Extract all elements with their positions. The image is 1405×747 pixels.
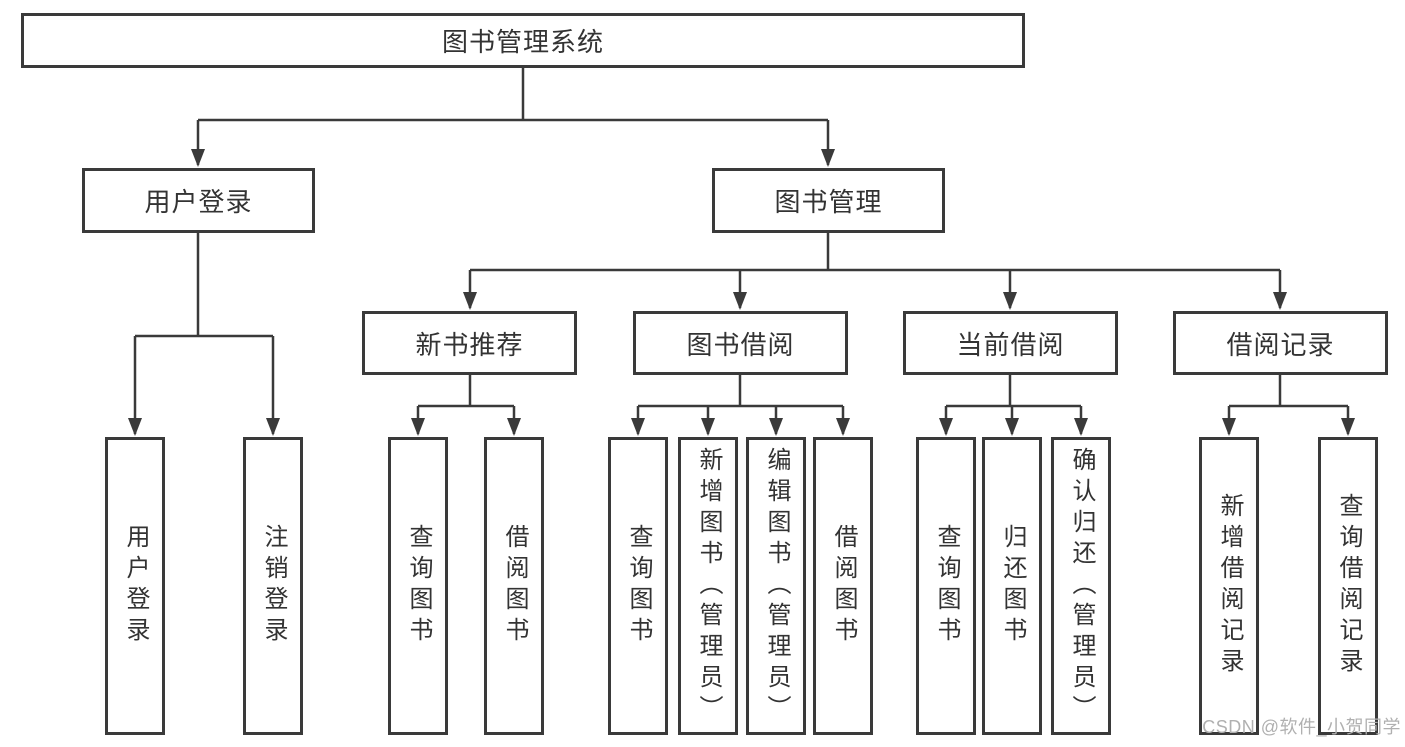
- leaf-label: 查询图书: [625, 524, 652, 648]
- leaf-bb-add-book-admin: 新增图书（管理员）: [678, 437, 738, 735]
- leaf-bb-search-book: 查询图书: [608, 437, 668, 735]
- node-current-borrowing: 当前借阅: [903, 311, 1118, 375]
- leaf-br-add-record: 新增借阅记录: [1199, 437, 1259, 735]
- leaf-user-logout: 注销登录: [243, 437, 303, 735]
- connector-book-management-rail: [470, 233, 1280, 272]
- leaf-nbr-search-book: 查询图书: [388, 437, 448, 735]
- leaf-label: 借阅图书: [501, 524, 528, 648]
- connector-current-borrowing-rail: [946, 375, 1081, 408]
- connector-book-borrowing-rail: [638, 375, 843, 408]
- leaf-label: 注销登录: [260, 524, 287, 648]
- node-library-management-system: 图书管理系统: [21, 13, 1025, 68]
- leaf-cb-confirm-return-admin: 确认归还（管理员）: [1051, 437, 1111, 735]
- leaf-label: 查询借阅记录: [1335, 493, 1362, 679]
- leaf-label: 确认归还（管理员）: [1068, 446, 1095, 726]
- connector-new-book-recommendation-rail: [418, 375, 514, 408]
- leaf-label: 用户登录: [122, 524, 149, 648]
- leaf-cb-search-book: 查询图书: [916, 437, 976, 735]
- connector-root-rail: [198, 68, 828, 122]
- node-book-management-module: 图书管理: [712, 168, 945, 233]
- leaf-label: 查询图书: [933, 524, 960, 648]
- leaf-bb-edit-book-admin: 编辑图书（管理员）: [746, 437, 806, 735]
- leaf-nbr-borrow-book: 借阅图书: [484, 437, 544, 735]
- connector-user-login-rail: [135, 233, 273, 338]
- leaf-label: 新增借阅记录: [1216, 493, 1243, 679]
- watermark: CSDN @软件_小贺同学: [1202, 717, 1401, 737]
- node-user-login-module: 用户登录: [82, 168, 315, 233]
- node-new-book-recommendation: 新书推荐: [362, 311, 577, 375]
- leaf-label: 归还图书: [999, 524, 1026, 648]
- leaf-cb-return-book: 归还图书: [982, 437, 1042, 735]
- leaf-br-search-record: 查询借阅记录: [1318, 437, 1378, 735]
- connector-borrowing-records-rail: [1229, 375, 1348, 408]
- node-book-borrowing: 图书借阅: [633, 311, 848, 375]
- leaf-bb-borrow-book: 借阅图书: [813, 437, 873, 735]
- leaf-label: 查询图书: [405, 524, 432, 648]
- leaf-label: 编辑图书（管理员）: [763, 446, 790, 726]
- leaf-label: 借阅图书: [830, 524, 857, 648]
- leaf-label: 新增图书（管理员）: [695, 446, 722, 726]
- leaf-user-login: 用户登录: [105, 437, 165, 735]
- node-borrowing-records: 借阅记录: [1173, 311, 1388, 375]
